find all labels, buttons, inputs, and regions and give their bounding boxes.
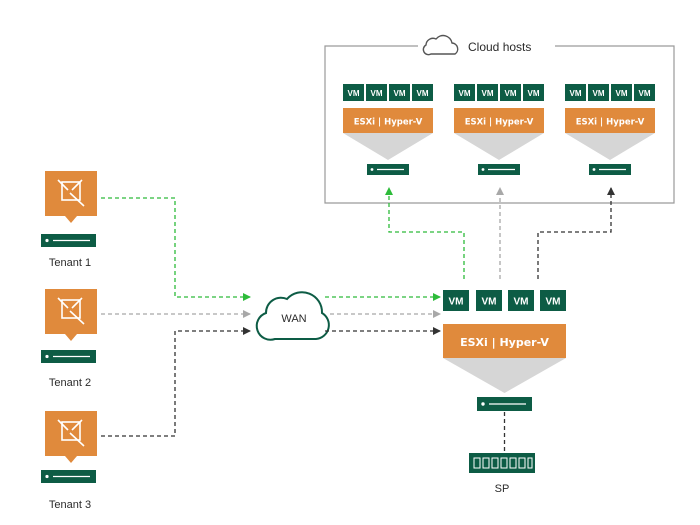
cloud-host-1-vm-4: VM	[412, 84, 433, 101]
cloud-host-2-vm-2: VM	[477, 84, 498, 101]
cloud-host-2-vm-4: VM	[523, 84, 544, 101]
cloud-host-1-vm-3: VM	[389, 84, 410, 101]
vm-label: VM	[417, 89, 429, 98]
cloud-host-3-vm-1: VM	[565, 84, 586, 101]
hypervisor-bar	[343, 108, 433, 133]
tenant-1-link	[101, 197, 251, 301]
tenant-label: Tenant 3	[49, 499, 91, 511]
tenant-1: Tenant 1	[41, 171, 97, 269]
connections-sp-to-cloud	[385, 187, 615, 279]
vm-label: VM	[546, 297, 561, 308]
vm-label: VM	[371, 89, 383, 98]
vm-label: VM	[482, 89, 494, 98]
tenant-3-link	[101, 327, 251, 437]
hypervisor-label: ESXi | Hyper-V	[460, 336, 549, 349]
uplink-host-3	[537, 187, 615, 279]
cloud-hosts-frame	[324, 45, 675, 204]
host-funnel	[343, 133, 433, 160]
cloud-host-1: VM VM VM VM ESXi | Hyper-V	[343, 84, 433, 175]
vm-label: VM	[348, 89, 360, 98]
sp-host-vm-4: VM	[540, 290, 566, 311]
backup-app-icon	[45, 411, 97, 463]
cloud-host-2-vm-3: VM	[500, 84, 521, 101]
connections-wan-to-sp	[325, 293, 441, 335]
cloud-host-2-vm-1: VM	[454, 84, 475, 101]
server-icon	[589, 164, 631, 175]
tenant-label: Tenant 1	[49, 257, 91, 269]
server-icon	[478, 164, 520, 175]
vm-label: VM	[459, 89, 471, 98]
server-icon	[367, 164, 409, 175]
vm-label: VM	[593, 89, 605, 98]
host-funnel	[454, 133, 544, 160]
vm-label: VM	[394, 89, 406, 98]
hypervisor-label: ESXi | Hyper-V	[354, 118, 423, 128]
vm-label: VM	[639, 89, 651, 98]
vm-label: VM	[505, 89, 517, 98]
backup-app-icon	[45, 289, 97, 341]
tenant-label: Tenant 2	[49, 377, 91, 389]
storage-label: SP	[495, 483, 510, 495]
sp-host: VM VM VM VM ESXi | Hyper-V	[443, 290, 566, 411]
server-icon	[477, 397, 532, 411]
vm-label: VM	[514, 297, 529, 308]
backup-app-icon	[45, 171, 97, 223]
hypervisor-label: ESXi | Hyper-V	[465, 118, 534, 128]
server-icon	[41, 470, 96, 483]
host-funnel	[443, 358, 566, 393]
tenant-2: Tenant 2	[41, 289, 97, 389]
storage-icon	[469, 453, 535, 473]
cloud-host-3-vm-4: VM	[634, 84, 655, 101]
cloud-host-1-vm-2: VM	[366, 84, 387, 101]
cloud-host-2: VM VM VM VM ESXi | Hyper-V	[454, 84, 544, 175]
server-icon	[41, 350, 96, 363]
uplink-host-1	[385, 187, 465, 279]
wan-label: WAN	[281, 313, 306, 325]
connections-tenant-to-wan	[101, 197, 251, 437]
vm-label: VM	[528, 89, 540, 98]
vm-label: VM	[449, 297, 464, 308]
vm-label: VM	[482, 297, 497, 308]
hypervisor-bar	[565, 108, 655, 133]
cloud-host-1-vm-1: VM	[343, 84, 364, 101]
cloud-hosts-group: Cloud hosts	[324, 34, 675, 204]
storage-device: SP	[469, 453, 535, 495]
sp-host-vm-3: VM	[508, 290, 534, 311]
cloud-host-3: VM VM VM VM ESXi | Hyper-V	[565, 84, 655, 175]
tenant-3: Tenant 3	[41, 411, 97, 511]
hypervisor-label: ESXi | Hyper-V	[576, 118, 645, 128]
hypervisor-bar	[443, 324, 566, 358]
cloud-host-3-vm-3: VM	[611, 84, 632, 101]
cloud-host-3-vm-2: VM	[588, 84, 609, 101]
vm-label: VM	[616, 89, 628, 98]
sp-host-vm-1: VM	[443, 290, 469, 311]
host-funnel	[565, 133, 655, 160]
hypervisor-bar	[454, 108, 544, 133]
sp-host-vm-2: VM	[476, 290, 502, 311]
server-icon	[41, 234, 96, 247]
vm-label: VM	[570, 89, 582, 98]
wan-cloud: WAN	[255, 291, 330, 341]
cloud-hosts-label: Cloud hosts	[468, 40, 531, 54]
cloud-icon	[422, 34, 459, 56]
wan-cloud-icon	[255, 291, 330, 341]
